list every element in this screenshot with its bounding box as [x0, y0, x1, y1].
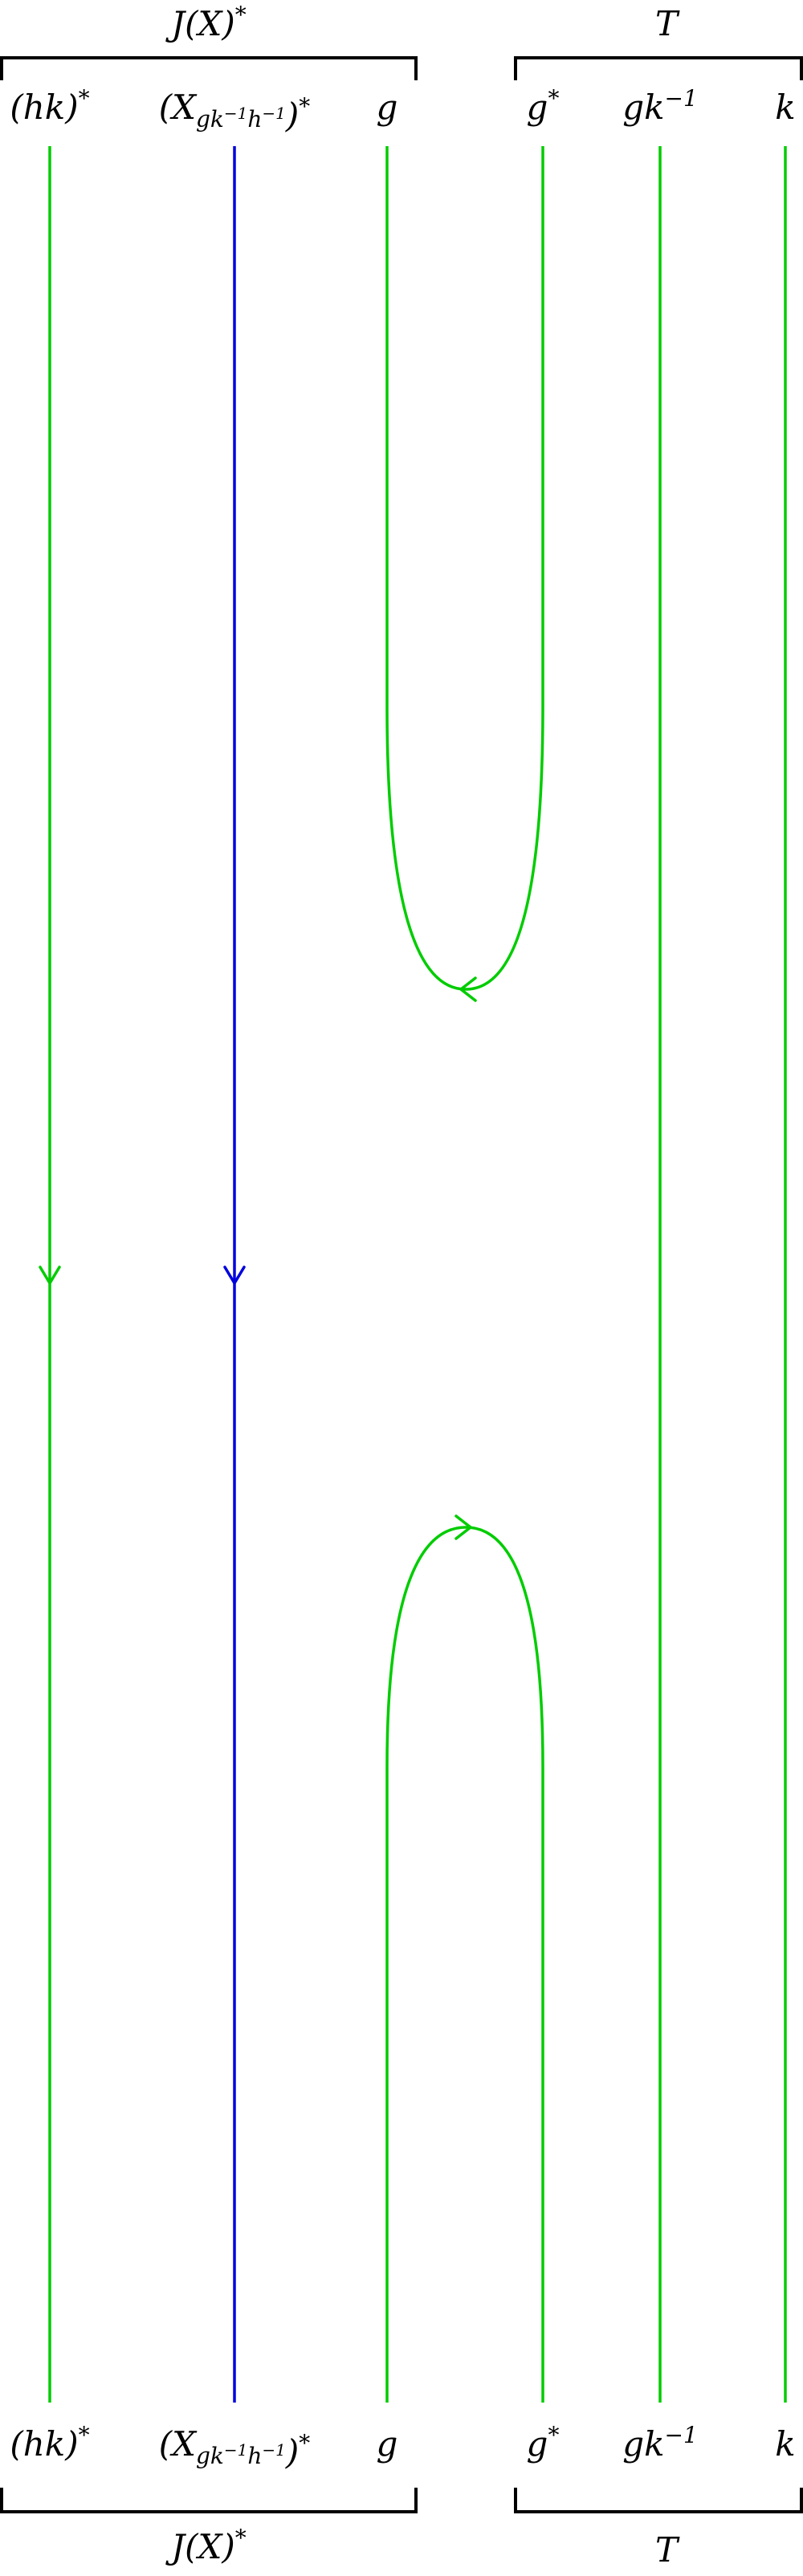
- top-group-label-jx-star: J(X)*: [165, 2, 247, 43]
- bottom-label-x-sub-star: (Xgk−1h−1)*: [159, 2424, 311, 2472]
- arrow-down-x-sub: [223, 1266, 246, 1285]
- bottom-label-g: g: [377, 2424, 398, 2464]
- bottom-bracket-t: [514, 2488, 803, 2513]
- bottom-group-label-t: T: [655, 2530, 680, 2570]
- top-label-gk-inverse: gk−1: [622, 85, 698, 127]
- cap-g-gstar-upper: [385, 146, 544, 991]
- top-label-g-star: g*: [527, 85, 560, 127]
- bottom-label-hk-star: (hk)*: [10, 2422, 89, 2464]
- top-group-label-t: T: [655, 4, 680, 43]
- bottom-group-label-jx-star: J(X)*: [165, 2525, 247, 2566]
- top-label-x-sub-star: (Xgk−1h−1)*: [159, 88, 311, 135]
- top-label-g: g: [377, 88, 398, 127]
- arrow-down-hk-star: [39, 1266, 61, 1285]
- top-label-k: k: [775, 88, 795, 127]
- bottom-bracket-jx-star: [0, 2488, 418, 2513]
- arrow-left-upper-cap: [459, 976, 477, 1002]
- arrow-right-lower-cup: [454, 1514, 472, 1540]
- top-bracket-t: [514, 56, 803, 80]
- cup-g-gstar-lower: [385, 1526, 544, 2403]
- bottom-label-k: k: [775, 2424, 795, 2464]
- top-label-hk-star: (hk)*: [10, 85, 89, 127]
- bottom-label-g-star: g*: [527, 2422, 560, 2464]
- top-bracket-jx-star: [0, 56, 418, 80]
- bottom-label-gk-inverse: gk−1: [622, 2422, 698, 2464]
